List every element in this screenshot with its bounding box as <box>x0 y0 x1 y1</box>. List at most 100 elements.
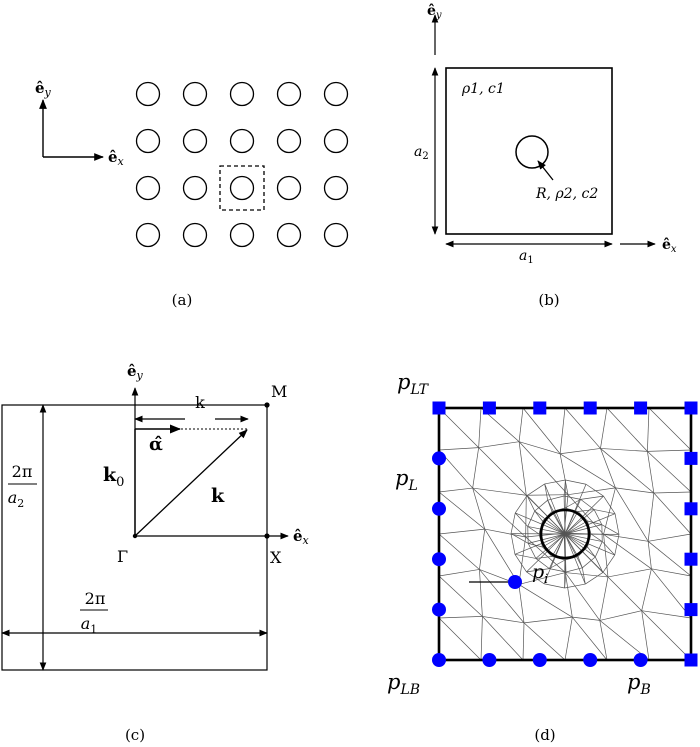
d-mesh-edge <box>614 534 620 556</box>
d-top-node-square <box>583 401 597 415</box>
d-mesh-edge <box>526 571 545 585</box>
d-mesh-edge <box>565 567 583 573</box>
d-mesh-edge <box>647 449 692 452</box>
d-mesh-edge <box>559 453 616 489</box>
d-mesh-edge <box>510 512 516 534</box>
d-mesh-edge <box>594 556 604 573</box>
d-mesh-edge <box>607 568 652 578</box>
svg-text:2π: 2π <box>85 589 106 608</box>
d-mesh-edge <box>564 513 616 535</box>
a-lattice-circle <box>276 81 302 107</box>
d-mesh-edge <box>603 534 652 570</box>
d-mesh-edge <box>528 533 566 544</box>
d-mesh-edge <box>582 556 596 569</box>
d-mesh-edge <box>526 494 569 496</box>
d-mesh-edge <box>514 533 566 555</box>
d-mesh-edge <box>614 513 620 535</box>
svg-text:a2: a2 <box>8 488 25 510</box>
c-axis-y-label: êy <box>127 362 144 382</box>
d-top-node-square <box>432 401 446 415</box>
d-mesh-edge <box>518 441 527 496</box>
d-label-L: pL <box>395 466 418 494</box>
a-lattice-circle <box>323 222 349 248</box>
a-lattice-circle <box>182 222 208 248</box>
d-right-node-square <box>684 603 698 617</box>
c-k-label-bg <box>185 408 215 422</box>
b-caption: (b) <box>538 291 559 309</box>
d-bottom-node-circle <box>482 653 497 667</box>
c-width-fraction: 2π a1 <box>80 589 108 636</box>
d-mesh-edge <box>577 509 595 512</box>
d-mesh-edge <box>527 526 566 535</box>
a-caption: (a) <box>172 291 193 309</box>
d-mesh-edge <box>564 511 579 535</box>
d-mesh-edge <box>647 451 655 494</box>
d-mesh-edge <box>572 616 600 621</box>
d-mesh-edge <box>564 533 615 556</box>
a-lattice <box>135 81 349 248</box>
d-mesh-edge <box>522 622 525 661</box>
d-right-node-square <box>684 451 698 465</box>
d-left-node-circle <box>432 653 446 667</box>
d-mesh-edge <box>543 583 565 589</box>
c-caption: (c) <box>125 726 145 744</box>
d-mesh-edge <box>549 568 566 573</box>
d-mesh-edge <box>544 483 566 535</box>
d-mesh-edge <box>479 569 483 617</box>
d-mesh-edge <box>544 479 566 485</box>
panel-d: pLT pL pi pLB pB (d) <box>387 370 698 744</box>
d-mesh-edge <box>585 483 604 497</box>
svg-text:2π: 2π <box>12 462 33 481</box>
d-mesh-edge <box>587 546 596 558</box>
a-axis-x-label: êx <box>108 148 125 168</box>
c-point-Gamma: Γ <box>117 547 128 566</box>
d-mesh-edge <box>438 616 483 619</box>
panel-b: êy ρ1, c1 R, ρ2, c2 a2 a1 êx (b) <box>414 3 677 309</box>
d-mesh-edge <box>478 447 527 496</box>
d-mesh-edge <box>564 484 587 535</box>
c-k-vector-arrow <box>134 429 248 537</box>
d-mesh-edge <box>438 407 479 448</box>
d-mesh-edge <box>601 524 620 535</box>
d-mesh-edge <box>564 533 603 542</box>
d-mesh-edge <box>510 533 516 555</box>
d-bottom-node-circle <box>532 653 547 667</box>
d-mesh-edge <box>600 448 655 494</box>
d-mesh-edge <box>438 569 480 577</box>
d-interior-node-pi <box>508 575 522 589</box>
d-mesh-edge <box>472 487 526 538</box>
d-mesh-edge <box>534 510 566 535</box>
d-mesh-edge <box>564 407 601 449</box>
d-mesh-edge <box>564 572 573 618</box>
d-mesh-edge <box>547 495 565 501</box>
d-inclusion-boundary <box>539 508 591 560</box>
d-mesh-edge <box>581 567 586 585</box>
a-lattice-circle <box>135 128 161 154</box>
c-k0-label: k0 <box>103 464 124 490</box>
a-lattice-circle <box>229 175 255 201</box>
d-mesh-edge <box>590 533 603 542</box>
d-mesh-edge <box>535 556 553 559</box>
d-right-node-square <box>684 502 698 516</box>
d-mesh-edge <box>641 610 692 619</box>
d-mesh-edge <box>518 584 525 623</box>
d-mesh-edge <box>547 500 566 535</box>
d-mesh-edge <box>534 510 543 522</box>
c-k-label: k <box>195 393 205 412</box>
d-mesh-edge <box>544 483 549 501</box>
d-mesh-edge <box>606 407 648 452</box>
d-mesh-edge <box>484 528 526 538</box>
d-mesh-edge <box>647 407 650 452</box>
c-point-X-dot <box>264 533 270 539</box>
a-lattice-circle <box>135 81 161 107</box>
d-mesh-edge <box>564 499 581 509</box>
d-mesh-edge <box>479 529 486 570</box>
d-mesh-edge <box>647 492 655 542</box>
svg-text:a1: a1 <box>81 614 98 636</box>
a-lattice-circle <box>182 175 208 201</box>
d-mesh-edge <box>653 492 692 535</box>
d-mesh-edge <box>472 487 527 496</box>
d-left-node-circle <box>432 602 446 617</box>
b-axis-x-label: êx <box>662 237 677 255</box>
d-top-node-square <box>533 401 547 415</box>
